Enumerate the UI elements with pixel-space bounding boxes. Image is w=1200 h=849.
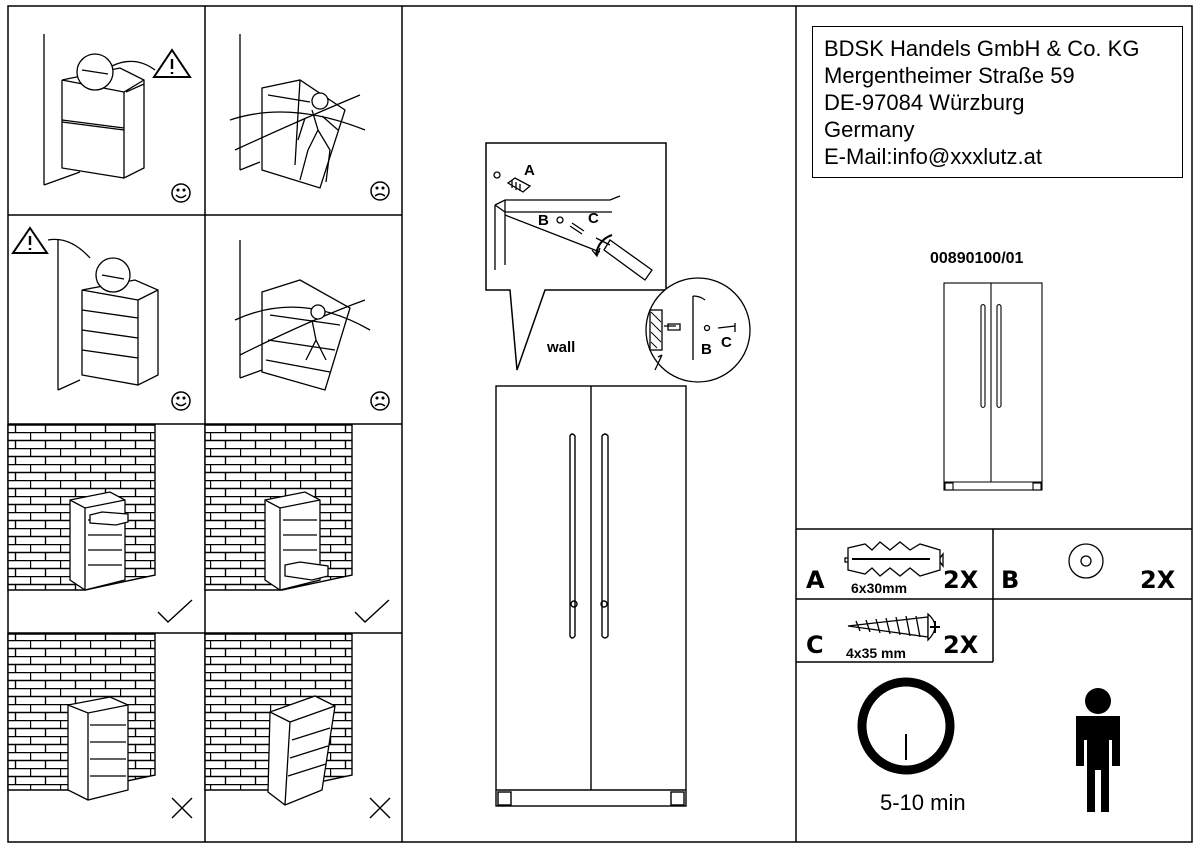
- address-line-company: BDSK Handels GmbH & Co. KG: [824, 36, 1140, 61]
- person-icon: [1076, 688, 1120, 812]
- panel-shelf-tipping-bad: [234, 240, 371, 391]
- wardrobe-thumbnail: [943, 282, 1043, 491]
- part-c-qty: 2X: [943, 631, 979, 659]
- checkmark-icon: [157, 599, 193, 623]
- product-code: 00890100/01: [930, 250, 1024, 267]
- dowel-a-drawing: [844, 541, 944, 577]
- smiley-happy-icon: [171, 183, 191, 203]
- panel-cabinet-upright-ok: [43, 34, 156, 186]
- panel-shelf-upright-ok: [47, 238, 159, 391]
- part-a-qty: 2X: [943, 566, 979, 594]
- checkmark-icon: [354, 599, 390, 623]
- smiley-sad-icon: [370, 391, 390, 411]
- cross-icon: [171, 797, 193, 819]
- wardrobe-front-view: [495, 385, 687, 807]
- address-line-city: DE-97084 Würzburg: [824, 90, 1025, 115]
- smiley-happy-icon: [171, 391, 191, 411]
- address-line-country: Germany: [824, 117, 915, 142]
- part-c-spec: 4x35 mm: [846, 645, 906, 661]
- warning-triangle-icon: [11, 226, 49, 254]
- panel-drawers-one-open-ok: [204, 424, 353, 591]
- address-line-street: Mergentheimer Straße 59: [824, 63, 1075, 88]
- clock-icon: [857, 677, 955, 775]
- assembly-time: 5-10 min: [880, 790, 966, 815]
- callout-label-a: A: [524, 162, 535, 179]
- panel-drawers-closed-ok: [7, 424, 156, 591]
- panel-drawers-falling-bad: [204, 633, 353, 806]
- cross-icon: [369, 797, 391, 819]
- wall-fixing-zoom: [645, 277, 751, 383]
- wall-fixing-callout: [485, 142, 667, 371]
- part-a-letter: A: [806, 566, 825, 594]
- callout-label-b: B: [538, 212, 549, 229]
- part-c-letter: C: [806, 631, 824, 659]
- warning-triangle-icon: [152, 48, 192, 78]
- screw-c-drawing: [847, 612, 940, 642]
- smiley-sad-icon: [370, 181, 390, 201]
- wall-label: wall: [547, 339, 576, 356]
- part-b-qty: 2X: [1140, 566, 1176, 594]
- panel-drawers-upright-bad: [7, 633, 156, 801]
- callout-label-c: C: [588, 210, 599, 227]
- manufacturer-address: BDSK Handels GmbH & Co. KG Mergentheimer…: [812, 26, 1183, 178]
- address-line-email: E-Mail:info@xxxlutz.at: [824, 144, 1042, 169]
- washer-b-drawing: [1068, 543, 1104, 579]
- part-b-letter: B: [1001, 566, 1020, 594]
- zoom-label-c: C: [721, 334, 732, 351]
- zoom-label-b: B: [701, 341, 712, 358]
- part-a-spec: 6x30mm: [851, 580, 908, 596]
- panel-cabinet-tipping-bad: [229, 34, 366, 189]
